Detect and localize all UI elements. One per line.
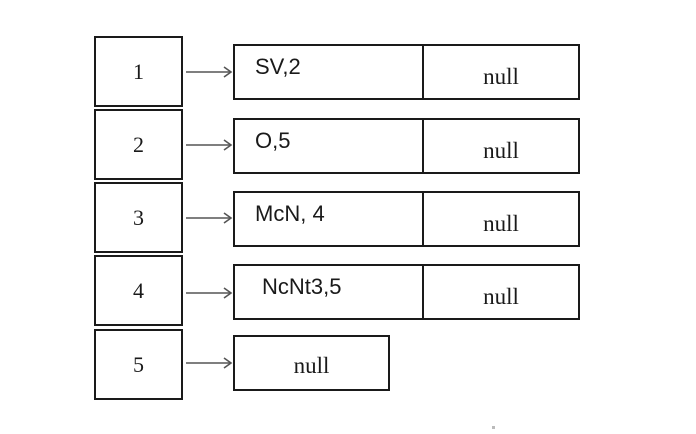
index-cell-3: 3 bbox=[94, 182, 183, 253]
node-next-pointer: null bbox=[293, 353, 330, 378]
scan-speck bbox=[492, 426, 495, 429]
index-cell-4: 4 bbox=[94, 255, 183, 326]
index-cell-1: 1 bbox=[94, 36, 183, 107]
list-node-1: SV,2 null bbox=[233, 44, 580, 100]
arrow-right-icon bbox=[186, 357, 233, 369]
node-next-pointer: null bbox=[483, 64, 519, 89]
node-next-pointer: null bbox=[483, 211, 519, 236]
node-next-pointer: null bbox=[483, 138, 519, 163]
node-next-pointer: null bbox=[483, 284, 519, 309]
list-node-2: O,5 null bbox=[233, 118, 580, 174]
arrow-right-icon bbox=[186, 139, 233, 151]
index-label: 2 bbox=[133, 131, 144, 157]
list-node-4: NcNt3,5 null bbox=[233, 264, 580, 320]
arrow-right-icon bbox=[186, 66, 233, 78]
node-data: SV,2 bbox=[235, 46, 424, 98]
index-cell-2: 2 bbox=[94, 109, 183, 180]
index-label: 5 bbox=[133, 351, 144, 377]
list-node-3: McN, 4 null bbox=[233, 191, 580, 247]
index-label: 4 bbox=[133, 277, 144, 303]
node-data: O,5 bbox=[235, 120, 424, 172]
node-data: NcNt3,5 bbox=[235, 266, 424, 318]
index-label: 1 bbox=[133, 58, 144, 84]
node-data: McN, 4 bbox=[235, 193, 424, 245]
list-node-5: null bbox=[233, 335, 390, 391]
arrow-right-icon bbox=[186, 212, 233, 224]
index-label: 3 bbox=[133, 204, 144, 230]
index-cell-5: 5 bbox=[94, 329, 183, 400]
arrow-right-icon bbox=[186, 287, 233, 299]
